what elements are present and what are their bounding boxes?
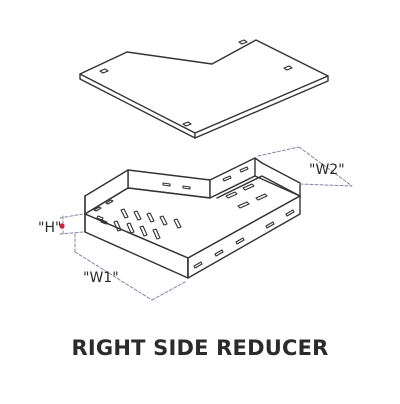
w2-label: "W2" — [309, 162, 345, 178]
tray-rim-inner — [216, 175, 301, 199]
tray — [84, 157, 301, 279]
w2-dimension-line — [257, 146, 353, 187]
h-label: "H" — [38, 220, 61, 236]
w1-dimension-line — [74, 233, 186, 301]
product-title: RIGHT SIDE REDUCER — [71, 336, 329, 360]
cover-slots — [99, 39, 293, 127]
floor-slots — [113, 183, 268, 240]
wall-slots — [93, 166, 295, 269]
tray-narrow-end-rim — [254, 157, 301, 197]
cover-flange-left — [79, 73, 196, 139]
cover-top-face — [79, 39, 329, 134]
h-marker-dot — [59, 223, 65, 229]
w1-label: "W1" — [83, 270, 119, 286]
tray-wide-end-edge — [84, 195, 189, 279]
cover — [79, 39, 329, 139]
cover-flange-right — [194, 75, 329, 139]
dimension-lines — [59, 146, 353, 301]
reducer-drawing: "W2" "W1" "H" — [38, 39, 353, 301]
